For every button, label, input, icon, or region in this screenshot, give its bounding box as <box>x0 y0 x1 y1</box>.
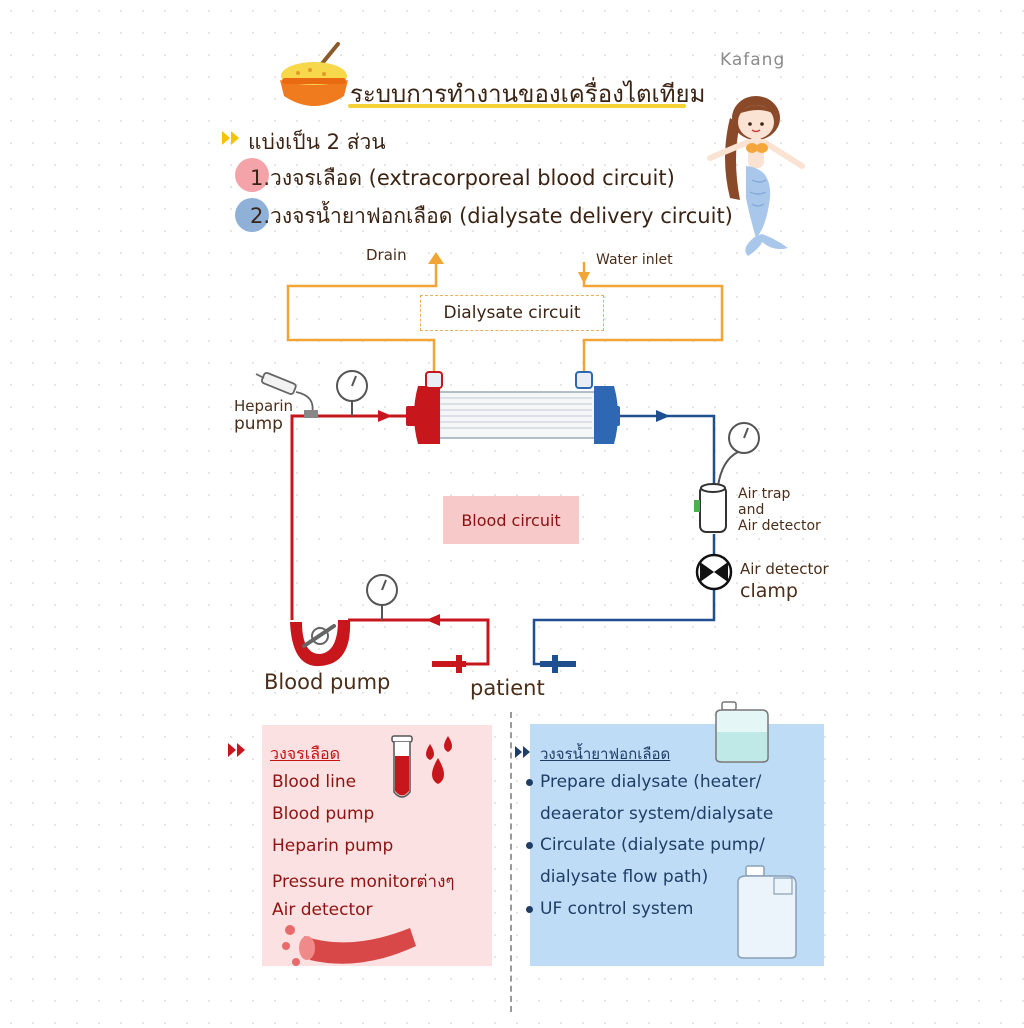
clamp-line-2: clamp <box>740 580 798 602</box>
mermaid-illustration <box>700 88 810 260</box>
dialysate-panel-item: deaerator system/dialysate <box>540 804 774 824</box>
intro-heading: แบ่งเป็น 2 ส่วน <box>248 130 386 154</box>
air-trap-line-3: Air detector <box>738 518 821 534</box>
blood-circuit-label: Blood circuit <box>443 496 579 544</box>
title-underline <box>348 104 686 108</box>
large-jug-icon <box>732 864 802 964</box>
drain-label: Drain <box>366 246 407 264</box>
air-trap-line-2: and <box>738 502 765 518</box>
blood-panel-heading: วงจรเลือด <box>270 744 341 763</box>
blood-panel-item: Air detector <box>272 900 373 920</box>
air-detector-clamp-label: Air detector clamp <box>740 558 829 602</box>
dialysate-panel-item: UF control system <box>540 899 694 919</box>
part-1-label: 1.วงจรเลือด (extracorporeal blood circui… <box>250 166 675 190</box>
blue-dot-icon <box>526 842 533 849</box>
blood-panel-item: Blood line <box>272 772 357 792</box>
red-arrow-bullet-icon <box>226 742 250 762</box>
dialysate-panel-item: Circulate (dialysate pump/ <box>540 835 765 855</box>
arterial-gauge <box>336 370 368 416</box>
dialysate-panel-item: Prepare dialysate (heater/ <box>540 772 762 792</box>
author-name: Kafang <box>720 50 786 70</box>
blood-pump-label: Blood pump <box>264 670 391 694</box>
blue-arrow-bullet-icon <box>514 744 534 763</box>
part-2-dot <box>235 198 269 232</box>
part-2-label: 2.วงจรน้ำยาฟอกเลือด (dialysate delivery … <box>250 204 733 228</box>
dialysate-circuit-label: Dialysate circuit <box>420 295 604 331</box>
pump-label: pump <box>234 414 283 434</box>
water-inlet-label: Water inlet <box>596 252 673 268</box>
blood-panel-item: Pressure monitorต่างๆ <box>272 872 455 892</box>
blood-panel-item: Blood pump <box>272 804 375 824</box>
blue-dot-icon <box>526 779 533 786</box>
dialysate-panel-item: dialysate flow path) <box>540 867 709 887</box>
test-tube-icon <box>386 734 466 810</box>
dialysate-panel-heading: วงจรน้ำยาฟอกเลือด <box>540 745 671 763</box>
page-title: ระบบการทำงานของเครื่องไตเทียม <box>350 80 706 108</box>
air-trap-line-1: Air trap <box>738 486 791 502</box>
part-1-dot <box>235 158 269 192</box>
heparin-pump-label: Heparin pump <box>234 397 293 433</box>
blood-circuit-panel <box>262 725 492 966</box>
clamp-line-1: Air detector <box>740 560 829 578</box>
patient-label: patient <box>470 676 545 700</box>
arrow-bullet-icon <box>220 129 244 151</box>
blood-vessel-icon <box>280 916 420 974</box>
panel-divider <box>510 712 512 1012</box>
air-trap-label: Air trap and Air detector <box>738 486 821 534</box>
small-jug-icon <box>712 700 772 768</box>
blood-panel-item: Heparin pump <box>272 836 394 856</box>
food-bowl-icon <box>276 40 350 114</box>
blue-dot-icon <box>526 906 533 913</box>
heparin-label: Heparin <box>234 397 294 415</box>
